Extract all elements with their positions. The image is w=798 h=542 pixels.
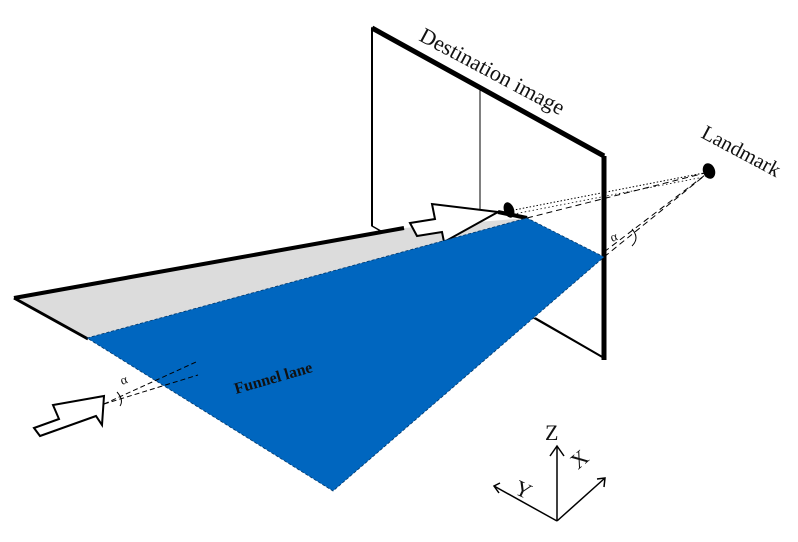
y-axis xyxy=(493,485,558,522)
coordinate-axes xyxy=(492,444,606,522)
ground-plane xyxy=(14,218,527,338)
y-axis-arrowhead xyxy=(492,482,501,494)
ground-plane-back-edge xyxy=(13,226,405,300)
alpha-arc-near xyxy=(116,391,122,407)
robot-arrow-destination xyxy=(408,202,502,244)
alpha-far-label: α xyxy=(608,228,620,244)
near-heading-line xyxy=(103,361,197,405)
destination-plane-bottom-edge xyxy=(534,317,605,359)
x-axis-arrowhead xyxy=(596,477,606,488)
landmark-point xyxy=(702,163,716,179)
sight-line-upper xyxy=(508,171,710,212)
x-axis-label: X xyxy=(565,444,593,473)
ground-plane-left-edge xyxy=(13,296,89,341)
y-axis-label: Y xyxy=(511,475,536,504)
right-boundary-ray xyxy=(603,171,710,253)
near-heading-line-2 xyxy=(103,374,199,405)
destination-plane-top-edge xyxy=(370,25,606,159)
funnel-corner-to-landmark xyxy=(603,171,710,258)
destination-feature-point xyxy=(503,202,515,218)
z-axis-label: Z xyxy=(545,420,558,445)
robot-arrow-current xyxy=(32,394,106,438)
funnel-edge-to-landmark xyxy=(526,171,710,219)
x-axis xyxy=(556,477,606,522)
z-axis-arrowhead xyxy=(549,444,565,457)
alpha-arc-far xyxy=(631,228,637,247)
alpha-near-label: α xyxy=(118,371,130,387)
